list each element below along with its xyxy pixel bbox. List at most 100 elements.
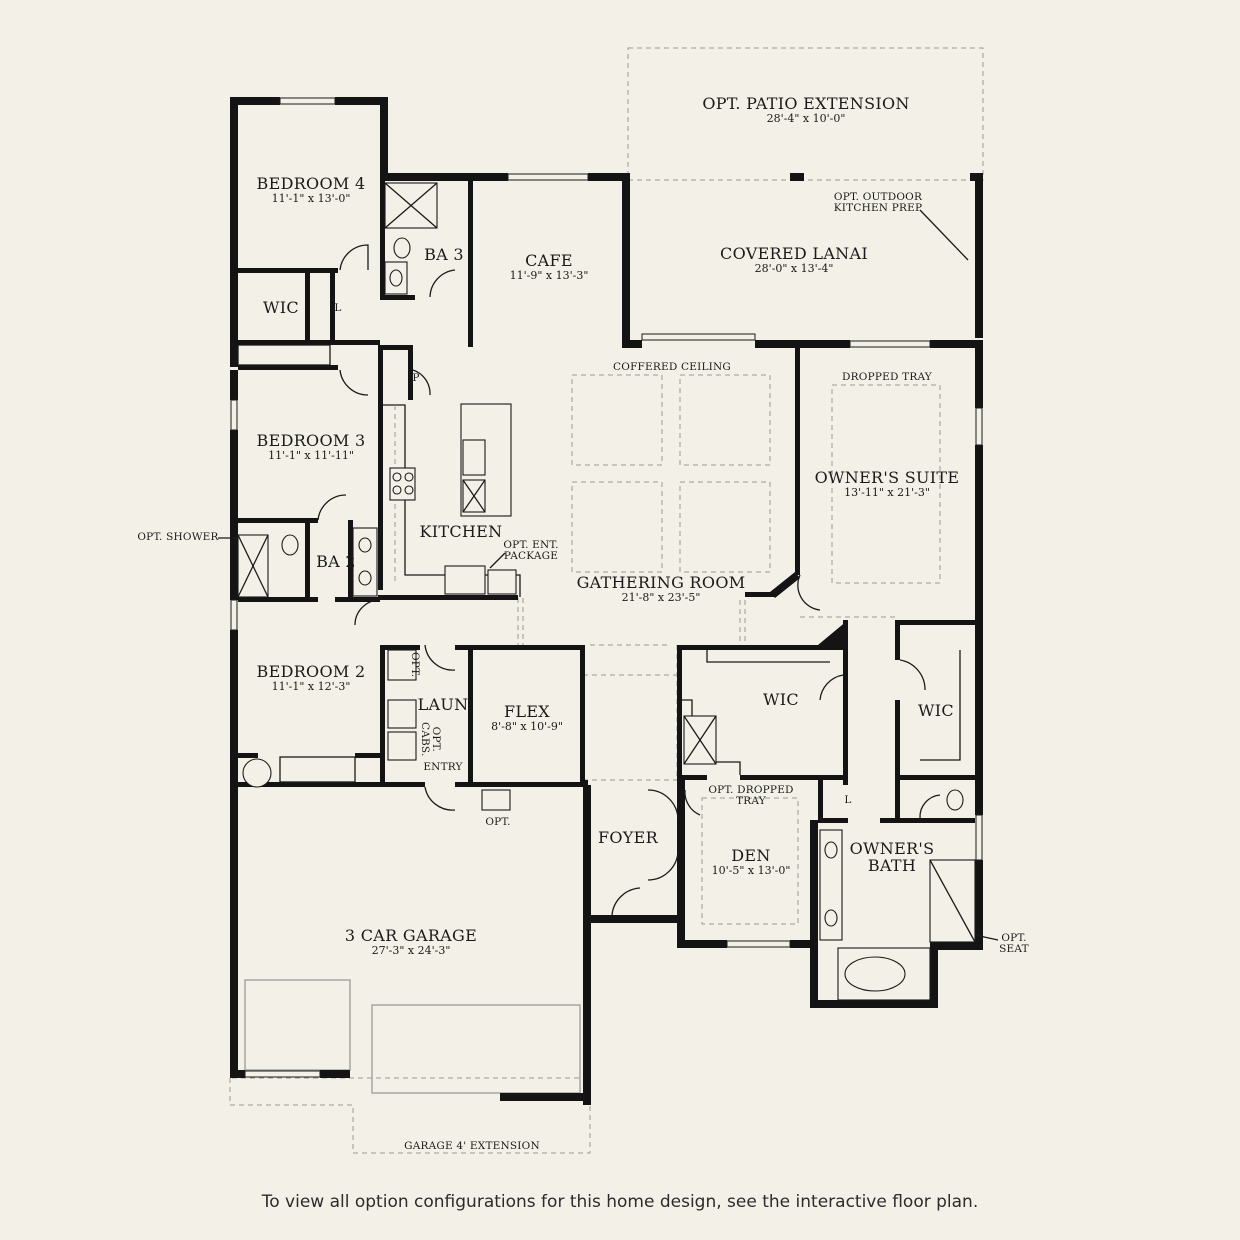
ba2-sink	[358, 570, 372, 586]
room-bedroom-3: BEDROOM 3 11'-1" x 11'-11"	[257, 432, 366, 462]
wall-wic2-w2	[895, 700, 900, 780]
wall-wic2-w	[895, 620, 900, 660]
laun-opt-sink	[387, 649, 417, 681]
wall-bed4-e	[380, 97, 388, 177]
wall-owner-e-1	[975, 340, 983, 408]
wall-bath-s	[930, 942, 983, 950]
room-flex: FLEX 8'-8" x 10'-9"	[491, 702, 563, 732]
window-bath-e	[975, 814, 983, 861]
slider-lanai	[641, 333, 756, 341]
pantry-label: P	[412, 372, 420, 384]
wall-flex-s	[468, 782, 585, 787]
wall-ba3-s	[380, 295, 415, 300]
wall-bed2-s-b	[355, 753, 385, 758]
wall-cafe-e	[622, 173, 630, 348]
wall-n-cafe-a	[468, 173, 508, 181]
room-bedroom-4: BEDROOM 4 11'-1" x 13'-0"	[257, 175, 366, 205]
wall-bed4-s	[238, 268, 338, 273]
note-opt-dropped-tray: OPT. DROPPED TRAY	[708, 784, 794, 808]
leader-opt-ent	[489, 552, 506, 569]
ent-package	[444, 565, 486, 595]
note-opt-garage: OPT.	[485, 816, 511, 828]
room-name: OWNER'S BATH	[849, 839, 935, 875]
wall-lanai-post	[790, 173, 804, 181]
window-owner-e	[975, 407, 983, 446]
room-name: LAUN	[417, 695, 469, 714]
wall-bath-w	[810, 820, 818, 1008]
note-dropped-tray: DROPPED TRAY	[842, 371, 932, 383]
room-name: WIC	[763, 690, 799, 709]
room-name: FLEX	[503, 702, 550, 721]
room-den: DEN 10'-5" x 13'-0"	[712, 847, 791, 876]
room-name: FOYER	[597, 828, 659, 847]
coffer-4	[679, 481, 771, 573]
room-foyer: FOYER	[597, 828, 659, 847]
wall-w-4	[230, 630, 238, 760]
room-dimensions: 11'-1" x 13'-0"	[271, 191, 351, 205]
wall-wic-s	[238, 340, 338, 345]
wall-ba3-w	[380, 177, 385, 297]
wall-n-bed4a	[230, 97, 280, 105]
room-wic-owner-1: WIC	[763, 690, 799, 709]
wall-hall-n	[330, 340, 380, 345]
linen-label: L	[334, 302, 342, 314]
wall-laun-w	[380, 645, 385, 785]
ac-x	[683, 715, 717, 765]
door-swing	[429, 269, 456, 298]
room-dimensions: 28'-4" x 10'-0"	[766, 111, 846, 125]
room-laun: LAUN	[417, 695, 469, 714]
room-name: BA 2	[316, 552, 356, 571]
wall-gr-e-2	[745, 592, 775, 597]
door-swing	[647, 789, 679, 821]
burner	[392, 485, 402, 495]
den-tray	[701, 797, 799, 925]
owner-toilet	[946, 789, 964, 811]
garage-door-2	[371, 1004, 581, 1094]
wall-owner-n-a	[795, 340, 850, 348]
room-owners-bath: OWNER'S BATH	[849, 839, 935, 875]
room-name: BA 3	[424, 245, 464, 264]
wall-bed3-n	[238, 365, 338, 370]
door-swing	[412, 369, 431, 396]
room-dimensions: 11'-9" x 13'-3"	[509, 268, 589, 282]
wall-wic1-w	[677, 645, 682, 785]
dishwasher-x2	[462, 479, 486, 513]
wall-laun-n	[380, 645, 420, 650]
owner-tub	[844, 956, 906, 992]
room-dimensions: 13'-11" x 21'-3"	[844, 485, 930, 499]
room-wic-bedroom4: WIC	[263, 299, 299, 317]
wall-bath-bump-s	[810, 1000, 938, 1008]
wall-den-s-b	[790, 940, 818, 948]
room-name: BEDROOM 2	[256, 662, 366, 681]
window-bed4	[279, 97, 336, 105]
ba3-toilet	[393, 237, 411, 259]
wall-laun-s	[380, 782, 425, 787]
wall-garage-e	[583, 785, 591, 1105]
wall-w-1	[230, 97, 238, 367]
wall-wic1-s	[740, 775, 848, 780]
door-swing	[354, 599, 381, 626]
wall-linen-owner	[818, 778, 823, 823]
owner-tray	[831, 384, 941, 584]
room-dimensions: 11'-1" x 12'-3"	[271, 679, 351, 693]
wall-bath-n	[818, 818, 848, 823]
note-entry: ENTRY	[423, 761, 463, 773]
room-bedroom-2: BEDROOM 2 11'-1" x 12'-3"	[256, 662, 366, 693]
wall-wic1-e	[843, 620, 848, 785]
door-swing	[899, 659, 926, 691]
wall-kitchen-s	[378, 595, 518, 600]
island-sink	[462, 439, 486, 476]
room-dimensions: 11'-1" x 11'-11"	[268, 448, 354, 462]
wall-den-s-a	[677, 940, 727, 948]
wall-gr-e-1	[795, 345, 800, 575]
window-owner-n	[849, 340, 931, 348]
room-name: CAFE	[525, 251, 573, 270]
wall-bed2-s-a	[238, 753, 258, 758]
wall-wic1-n	[677, 645, 847, 650]
ba3-sink	[389, 269, 403, 287]
wall-garage-s-c	[500, 1093, 591, 1101]
door-swing	[684, 789, 701, 816]
room-name: GATHERING ROOM	[576, 573, 746, 592]
